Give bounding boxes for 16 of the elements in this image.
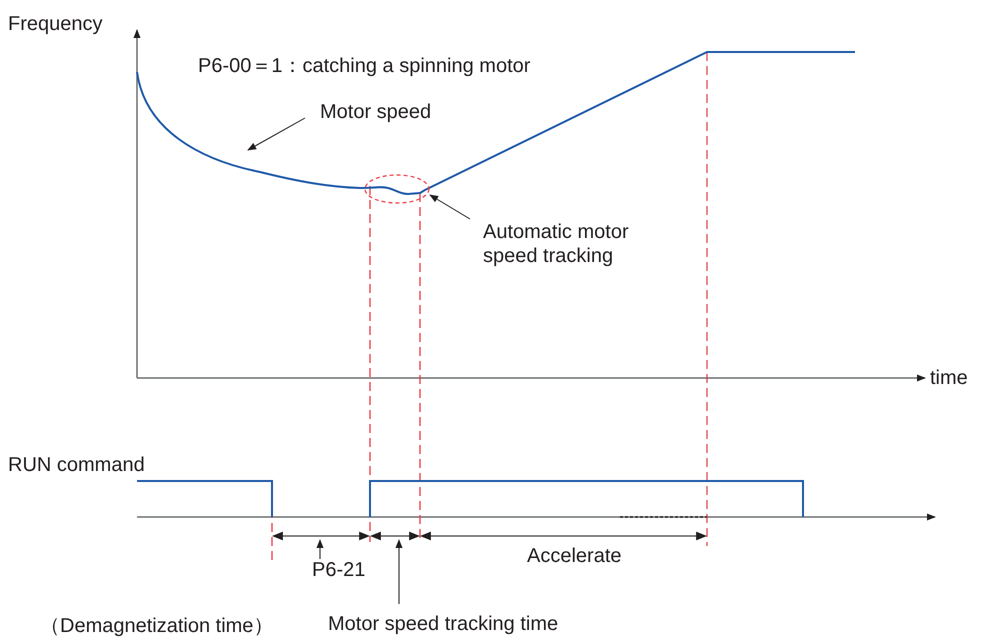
annotation-text: （Demagnetization time） bbox=[40, 614, 274, 637]
leader-line bbox=[429, 194, 470, 220]
leader-line bbox=[247, 118, 306, 150]
annotation-text: P6-21 bbox=[312, 558, 366, 582]
motor-speed-curve bbox=[136, 51, 855, 195]
axis-label: Accelerate bbox=[527, 544, 622, 568]
axis-label: P6-00＝1：catching a spinning motor bbox=[198, 54, 530, 78]
dashed-ellipse bbox=[364, 174, 430, 204]
leader-line bbox=[316, 539, 324, 560]
axis-label: Frequency bbox=[8, 12, 102, 36]
axis-label: time bbox=[930, 366, 968, 390]
leader-line bbox=[395, 539, 403, 604]
annotation-text: Motor speed tracking time bbox=[328, 612, 558, 636]
axis-label: RUN command bbox=[8, 453, 145, 477]
annotation-text: Motor speed bbox=[320, 100, 432, 124]
annotation-text: Automatic motor speed tracking bbox=[483, 220, 673, 268]
